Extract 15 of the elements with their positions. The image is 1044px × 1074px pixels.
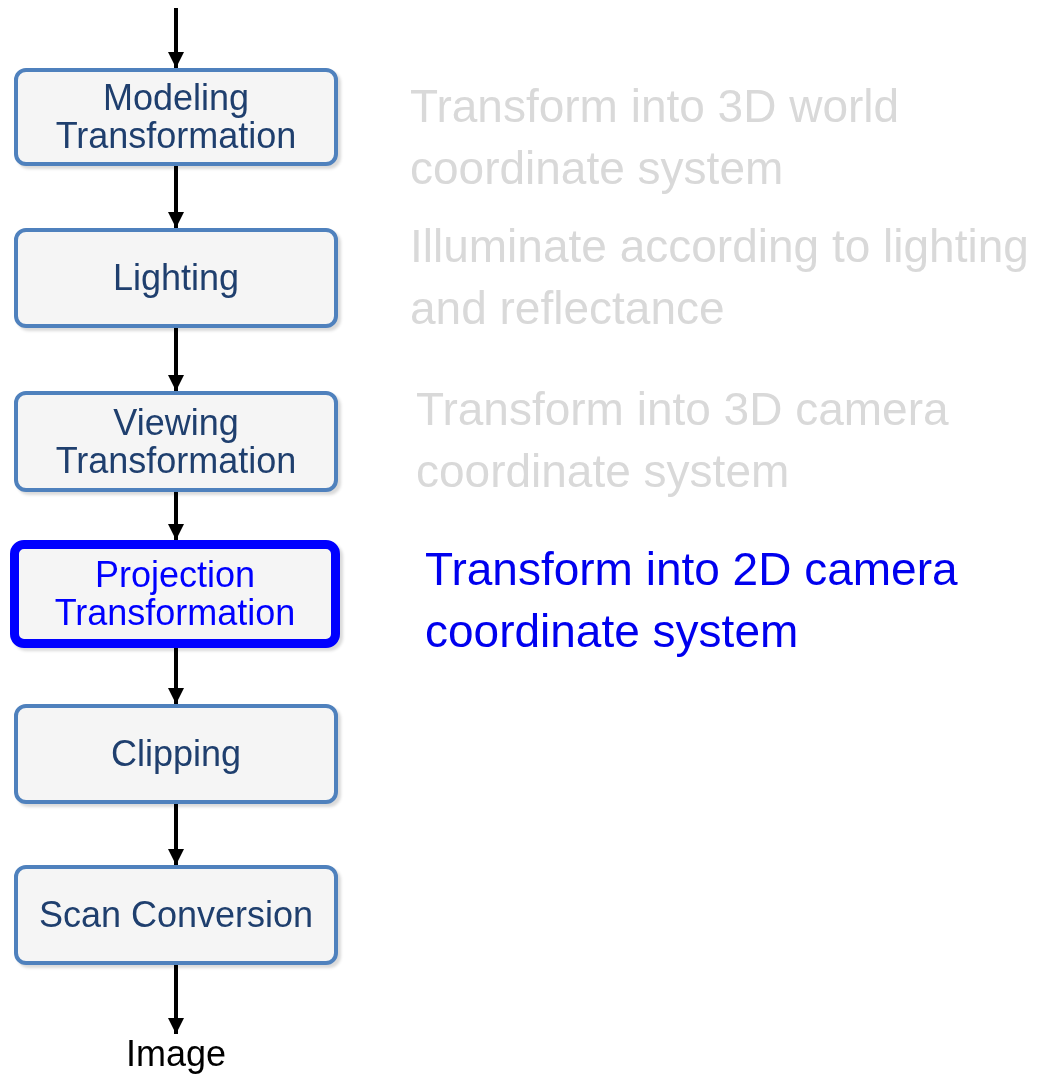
- process-box: Modeling Transformation: [14, 68, 338, 166]
- arrow: [168, 492, 184, 540]
- output-label: Image: [106, 1034, 246, 1074]
- process-box: Lighting: [14, 228, 338, 328]
- process-box: Scan Conversion: [14, 865, 338, 965]
- process-box: Viewing Transformation: [14, 391, 338, 492]
- arrow: [168, 328, 184, 391]
- arrow: [168, 166, 184, 228]
- arrow: [168, 965, 184, 1034]
- process-box: Clipping: [14, 704, 338, 804]
- step-description: Transform into 2D camera coordinate system: [425, 542, 959, 659]
- process-box: Projection Transformation: [10, 540, 340, 648]
- arrow: [168, 648, 184, 704]
- arrow: [168, 8, 184, 68]
- arrow: [168, 804, 184, 865]
